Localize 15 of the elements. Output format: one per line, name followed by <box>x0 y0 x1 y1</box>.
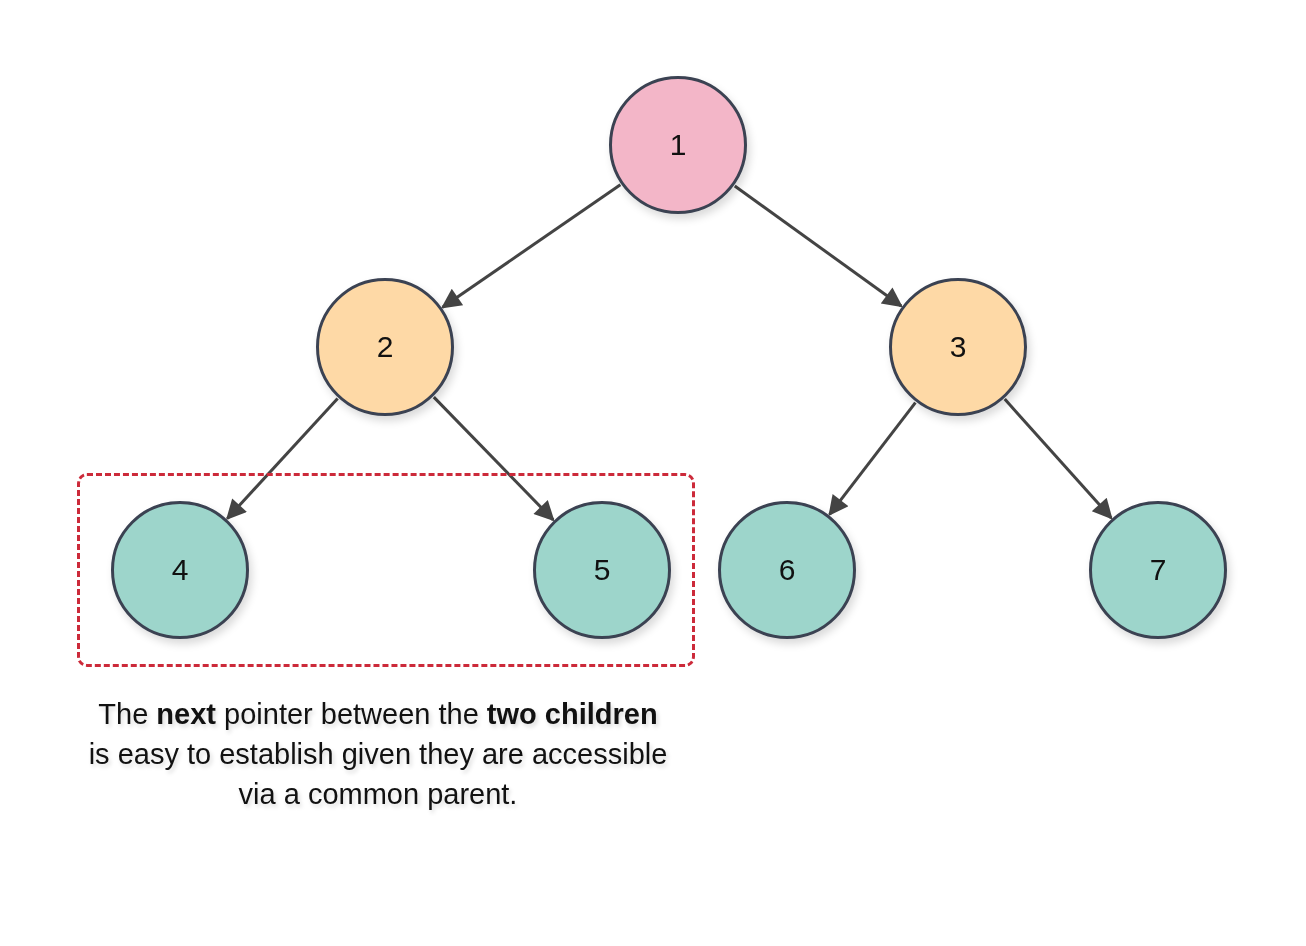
dashed-group-box <box>77 473 695 667</box>
node-number: 6 <box>778 553 796 587</box>
arrow <box>1003 398 1113 520</box>
node-number: 7 <box>1149 553 1167 587</box>
arrow <box>432 396 555 522</box>
node-number: 1 <box>669 128 687 162</box>
node-number: 3 <box>949 330 967 364</box>
arrow <box>733 184 903 308</box>
node-number: 4 <box>171 553 189 587</box>
arrow <box>828 401 917 517</box>
arrow <box>441 183 622 309</box>
arrow <box>226 397 339 520</box>
node-number: 5 <box>593 553 611 587</box>
node-number: 2 <box>376 330 394 364</box>
caption-note: The next pointer between the two children is easy to establish given they are accessible via a common parent. <box>88 697 668 812</box>
